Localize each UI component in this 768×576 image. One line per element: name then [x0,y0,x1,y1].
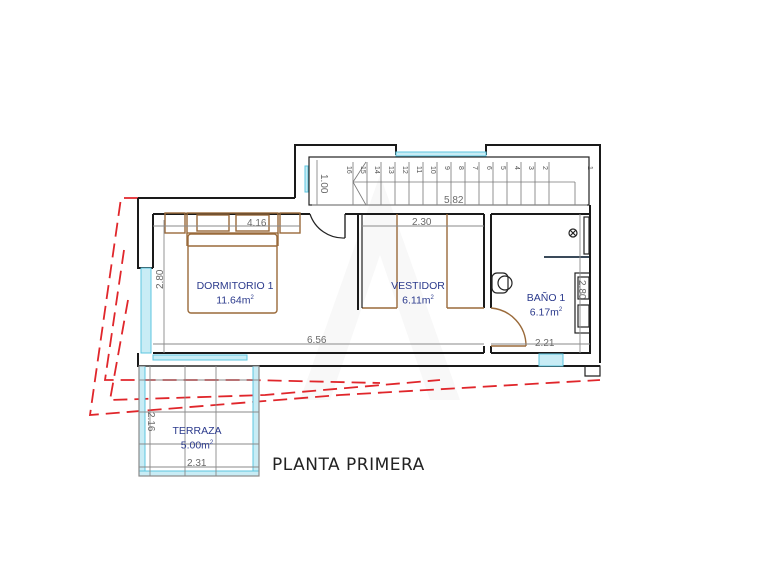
svg-text:12: 12 [401,166,408,174]
room-name: TERRAZA [172,425,222,437]
room-area: 11.64m2 [216,294,254,307]
room-name: BAÑO 1 [526,292,566,304]
room-terraza: TERRAZA 5.00m2 [167,425,227,452]
staircase [308,156,590,206]
bed-furniture [164,212,301,314]
svg-text:15: 15 [359,166,366,174]
windows [140,267,564,367]
svg-text:5: 5 [499,166,506,170]
dim-stair-length: 5.82 [444,195,464,206]
door-dormitorio [309,213,346,239]
dim-dormitorio-width: 4.16 [247,218,267,229]
stair-step-numbers: 16 15 14 13 12 11 10 9 8 7 6 5 4 3 2 1 [345,166,593,174]
svg-text:14: 14 [373,166,380,174]
wardrobe [361,214,484,309]
svg-text:6: 6 [485,166,492,170]
dim-vestidor-width: 2.30 [412,217,432,228]
room-name: VESTIDOR [391,280,445,292]
svg-text:16: 16 [345,166,352,174]
dimension-labels: 1.00 5.82 4.16 2.80 6.56 2.30 2.21 2.80 … [145,174,587,469]
svg-text:10: 10 [429,166,436,174]
room-vestidor: VESTIDOR 6.11m2 [388,280,448,307]
dim-terraza-depth: 2.16 [145,412,156,432]
room-dormitorio-1: DORMITORIO 1 11.64m2 [190,280,280,307]
bathroom-fixtures [491,216,591,334]
svg-text:13: 13 [387,166,394,174]
dim-bano-width: 2.21 [535,338,555,349]
svg-text:4: 4 [513,166,520,170]
svg-text:11: 11 [415,166,422,173]
door-bano [490,307,527,347]
dim-stair-width: 1.00 [318,174,329,194]
terrace [138,365,260,477]
roof-outline-dashed [88,197,601,416]
room-area: 6.11m2 [402,294,434,307]
svg-text:1: 1 [586,166,593,170]
dim-terraza-width: 2.31 [187,458,207,469]
stair-block-walls [294,144,601,363]
svg-text:3: 3 [527,166,534,170]
svg-text:9: 9 [443,166,450,170]
plan-title: PLANTA PRIMERA [272,455,425,475]
dim-dormitorio-depth: 2.80 [155,269,166,289]
room-name: DORMITORIO 1 [196,280,274,292]
dimension-lines [153,214,590,353]
svg-text:7: 7 [471,166,478,170]
dim-bano-depth: 2.80 [576,280,587,300]
svg-text:2: 2 [541,166,548,170]
room-area: 6.17m2 [529,306,563,319]
dim-corridor-length: 6.56 [307,335,327,346]
svg-text:8: 8 [457,166,464,170]
room-bano-1: BAÑO 1 6.17m2 [516,292,576,319]
room-area: 5.00m2 [180,439,214,452]
